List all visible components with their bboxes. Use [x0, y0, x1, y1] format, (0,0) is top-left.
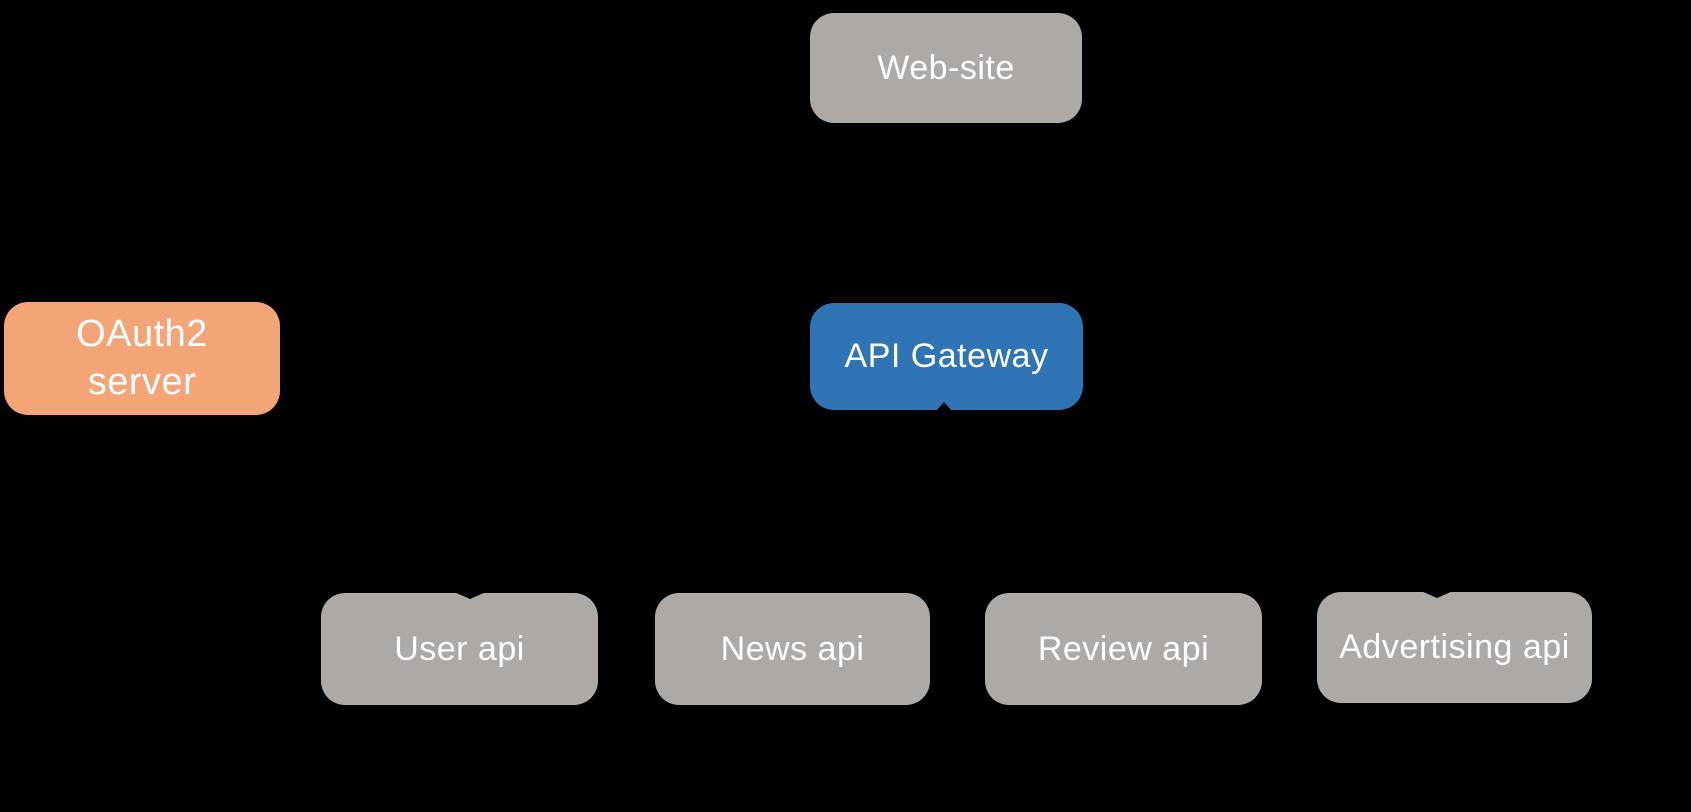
- node-web-site: Web-site: [810, 13, 1082, 123]
- node-advertising-api-label: Advertising api: [1339, 628, 1570, 667]
- node-user-api: User api: [321, 593, 598, 705]
- arrowhead-notch-api-gateway-bottom: [936, 402, 952, 411]
- node-user-api-label: User api: [394, 629, 525, 668]
- node-web-site-label: Web-site: [877, 48, 1015, 87]
- node-advertising-api: Advertising api: [1317, 592, 1592, 703]
- arrowhead-notch-user-api-top: [454, 592, 486, 599]
- node-review-api: Review api: [985, 593, 1262, 705]
- node-news-api-label: News api: [720, 629, 865, 668]
- node-api-gateway-label: API Gateway: [844, 337, 1049, 376]
- node-review-api-label: Review api: [1037, 629, 1210, 668]
- node-news-api: News api: [655, 593, 930, 705]
- node-oauth2-server-label: OAuth2 server: [76, 313, 208, 403]
- node-oauth2-server: OAuth2 server: [4, 302, 280, 415]
- arrowhead-notch-advertising-api-top: [1421, 591, 1453, 598]
- node-api-gateway: API Gateway: [810, 303, 1083, 410]
